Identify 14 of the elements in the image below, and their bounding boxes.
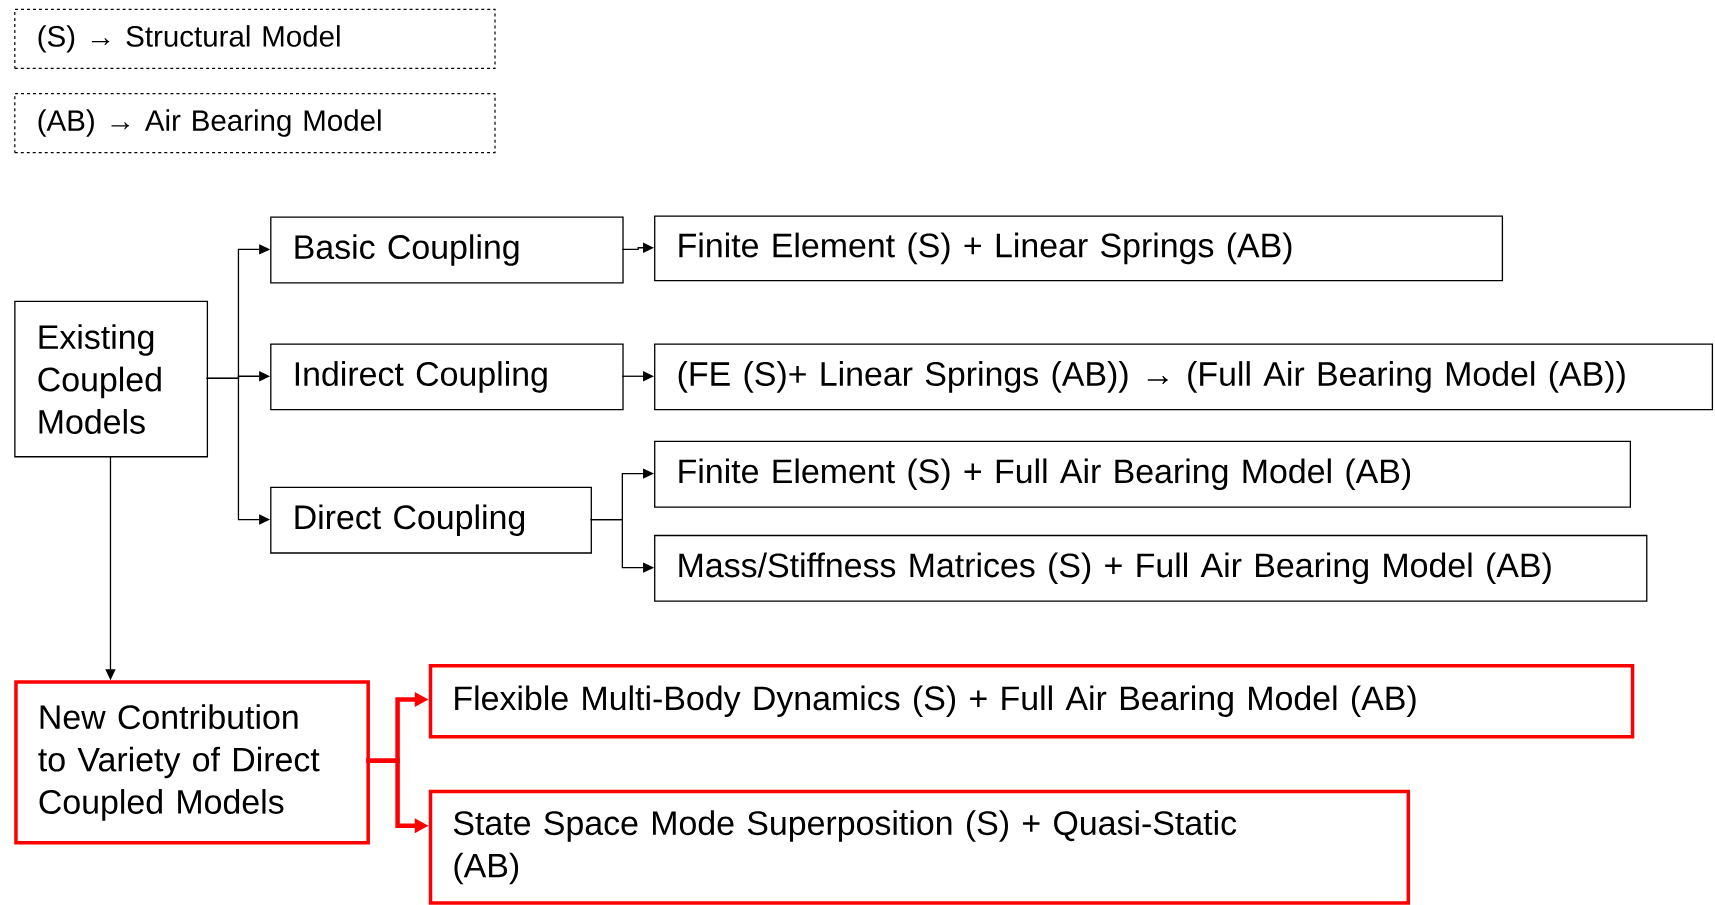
contribution-box: Flexible Multi-Body Dynamics (S) + Full Air Bearing Model (AB)	[428, 663, 1635, 739]
legend-box: (S) → Structural Model	[14, 8, 496, 69]
process-box: Indirect Coupling	[270, 343, 624, 411]
process-box: Mass/Stiffness Matrices (S) + Full Air Bearing Model (AB)	[654, 534, 1648, 602]
contribution-box: State Space Mode Superposition (S) + Quasi-Static (AB)	[428, 789, 1411, 905]
arrow	[621, 371, 654, 382]
legend-box: (AB) → Air Bearing Model	[14, 92, 496, 154]
process-box: Direct Coupling	[270, 486, 592, 554]
process-box: Finite Element (S) + Full Air Bearing Model (AB)	[654, 440, 1631, 508]
process-box: Existing Coupled Models	[14, 300, 209, 458]
contribution-box: New Contribution to Variety of Direct Coupled Models	[14, 680, 370, 845]
process-box: Finite Element (S) + Linear Springs (AB)	[654, 215, 1504, 282]
process-box: Basic Coupling	[270, 216, 624, 284]
process-box: (FE (S)+ Linear Springs (AB)) → (Full Air Bearing Model (AB))	[654, 343, 1714, 411]
